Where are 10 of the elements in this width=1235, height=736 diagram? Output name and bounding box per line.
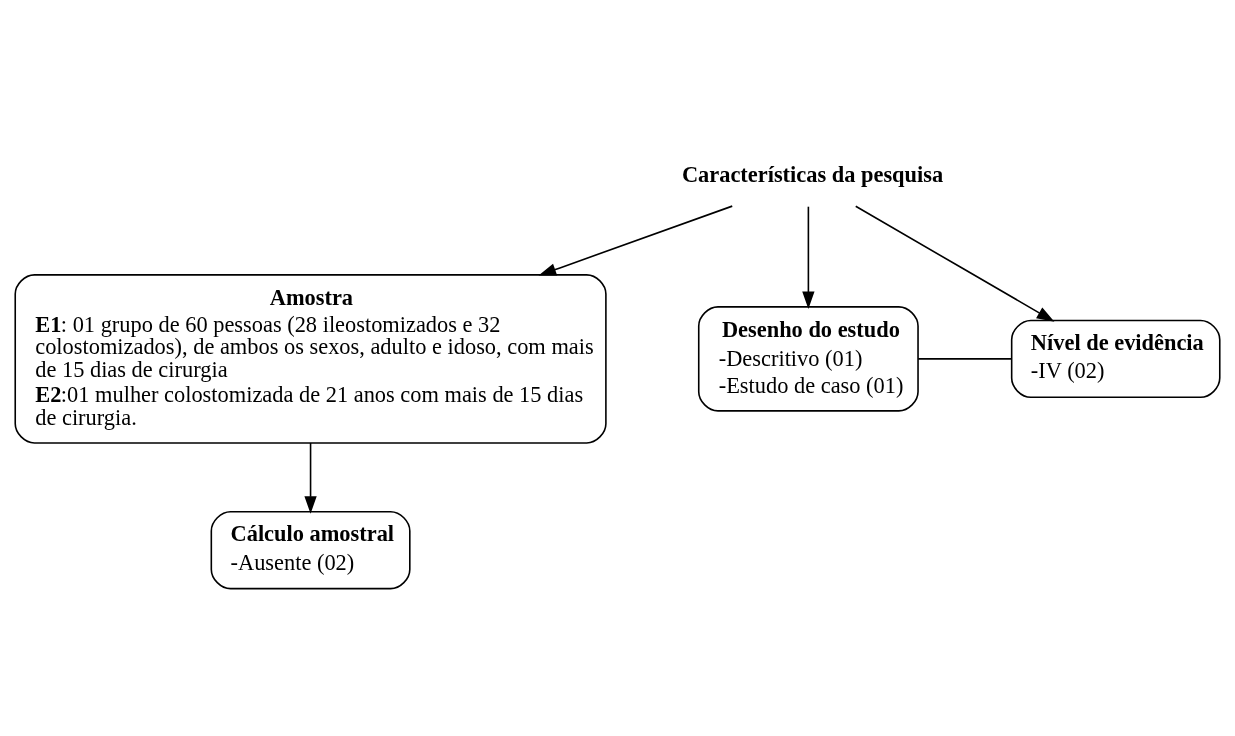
- node-box: Nível de evidência -IV (02): [1010, 319, 1221, 398]
- arrow: [802, 205, 815, 309]
- connector: [917, 357, 1013, 360]
- node-box: Desenho do estudo -Descritivo (01) -Estudo de caso (01): [697, 305, 919, 412]
- node-box: Amostra E1: 01 grupo de 60 pessoas (28 ileostomizados e 32 colostomizados), de ambos os sexos, adulto e idoso, com mais de 15 dias de cirurgia E2:01 mulher colostomizada de 21 anos com mais de 15 dias de cirurgia.: [14, 273, 607, 444]
- arrow: [538, 204, 734, 276]
- node-box: Cálculo amostral -Ausente (02): [210, 510, 411, 589]
- node-text: Características da pesquisa: [681, 161, 944, 187]
- arrow: [854, 205, 1055, 322]
- arrow: [304, 441, 317, 514]
